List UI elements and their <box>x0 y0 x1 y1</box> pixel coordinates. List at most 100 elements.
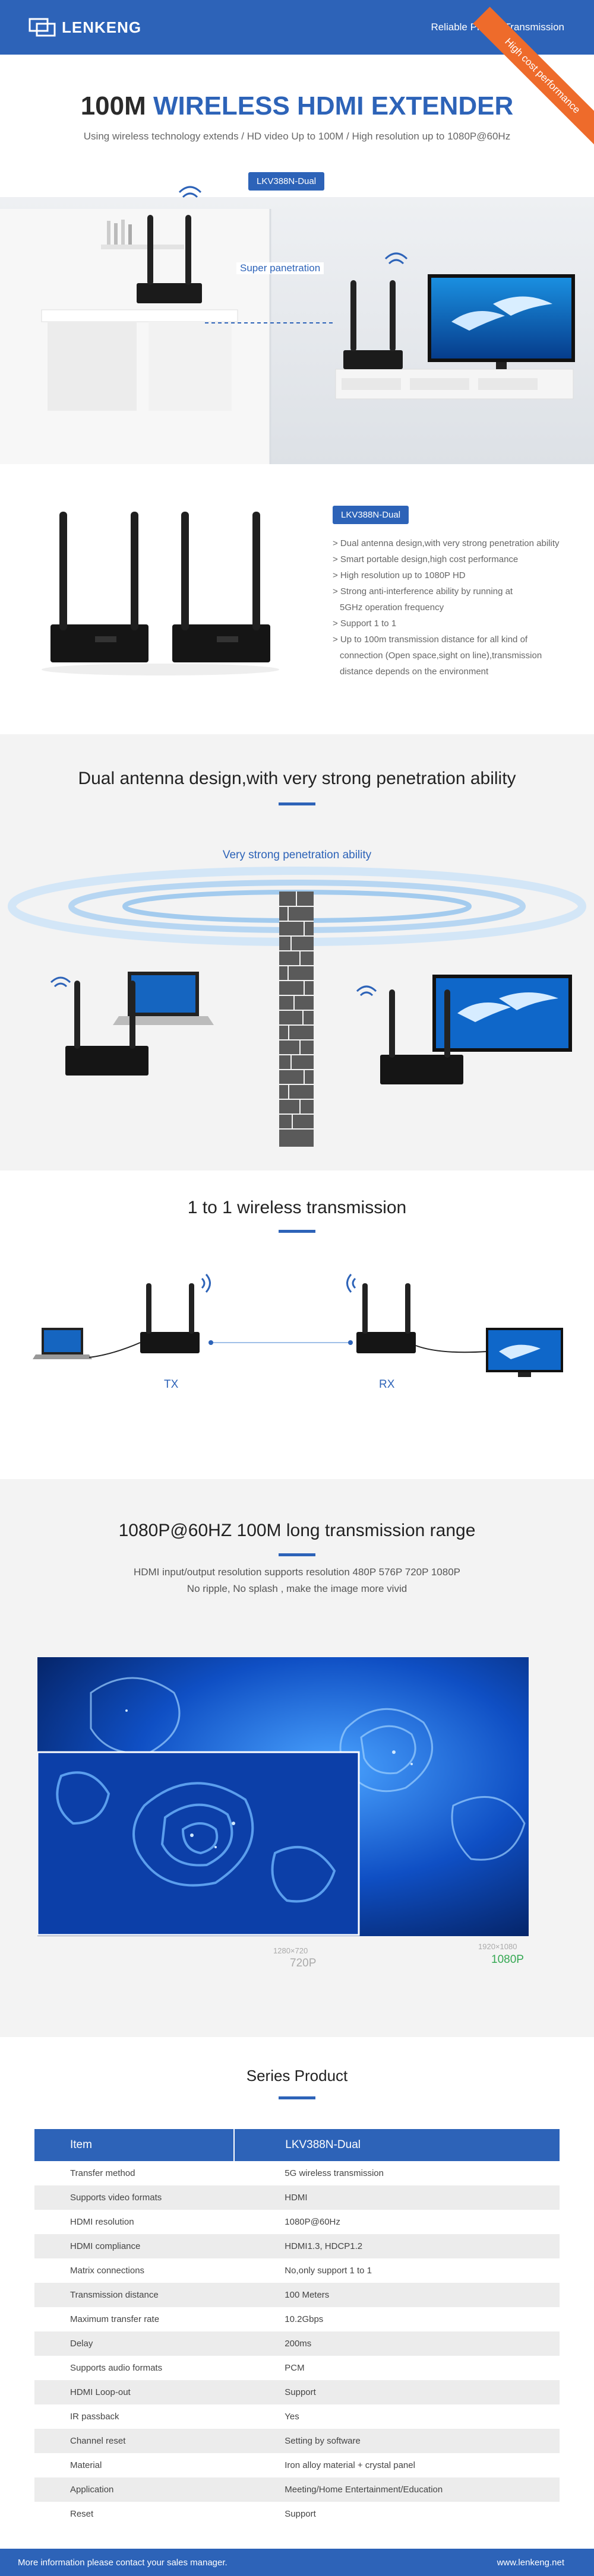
table-cell: Support <box>285 2509 316 2519</box>
feature-list: > Dual antenna design,with very strong p… <box>333 535 582 680</box>
table-cell: Material <box>70 2460 102 2470</box>
resolution-section: 1080P@60HZ 100M long transmission range … <box>0 1479 594 2037</box>
table-cell: Support <box>234 2380 560 2404</box>
hero-section: 100M WIRELESS HDMI EXTENDER Using wirele… <box>0 55 594 464</box>
hero-subtitle: Using wireless technology extends / HD v… <box>83 131 511 142</box>
table-cell: HDMI <box>234 2185 560 2210</box>
table-cell: HDMI resolution <box>70 2217 134 2227</box>
table-cell: Transfer method <box>70 2168 135 2178</box>
one-to-one-title: 1 to 1 wireless transmission <box>187 1198 407 1217</box>
series-product-section: Series Product Item LKV388N-Dual Transfe… <box>0 2037 594 2576</box>
list-item: > High resolution up to 1080P HD <box>333 570 466 580</box>
table-row: Reset Support <box>34 2502 560 2526</box>
dual-section-title: Dual antenna design,with very strong pen… <box>78 769 516 788</box>
dual-antenna-section: Dual antenna design,with very strong pen… <box>0 734 594 1170</box>
list-item: distance depends on the environment <box>340 667 489 677</box>
footer-bar: More information please contact your sal… <box>0 2549 594 2576</box>
tx-label: TX <box>164 1378 179 1391</box>
footer-website-link[interactable]: www.lenkeng.net <box>497 2558 564 2568</box>
table-row: Supports audio formats PCM <box>34 2356 560 2380</box>
table-cell: Iron alloy material + crystal panel <box>285 2460 415 2470</box>
table-cell: Meeting/Home Entertainment/Education <box>234 2477 560 2502</box>
spec-table: Item LKV388N-Dual Transfer method 5G wire… <box>34 2129 560 2526</box>
table-row: IR passback Yes <box>34 2404 560 2429</box>
tx-rx-diagram <box>33 1274 563 1377</box>
list-item: > Strong anti-interference ability by ru… <box>333 586 513 597</box>
brand-name: LENKENG <box>62 18 142 36</box>
column-header-model: LKV388N-Dual <box>233 2129 560 2161</box>
hero-illustration <box>0 186 594 464</box>
lenkeng-logo-icon <box>29 18 56 37</box>
table-cell: Reset <box>70 2509 94 2519</box>
title-underline <box>279 2096 315 2099</box>
table-cell: Delay <box>34 2331 235 2356</box>
dual-antenna-illustration <box>8 867 586 1147</box>
table-cell: Channel reset <box>34 2429 235 2453</box>
table-cell: 200ms <box>234 2331 560 2356</box>
table-cell: Supports audio formats <box>70 2363 163 2373</box>
table-header-row: Item LKV388N-Dual <box>34 2129 560 2161</box>
table-cell: 10.2Gbps <box>285 2314 324 2324</box>
hero-title-highlight: WIRELESS HDMI EXTENDER <box>153 91 514 120</box>
table-cell: Setting by software <box>234 2429 560 2453</box>
penetration-caption: Very strong penetration ability <box>222 849 372 861</box>
big-res-label: 1080P <box>491 1953 524 1966</box>
resolution-title: 1080P@60HZ 100M long transmission range <box>118 1521 476 1540</box>
one-to-one-section: 1 to 1 wireless transmission <box>0 1170 594 1479</box>
title-underline <box>279 802 315 805</box>
list-item: > Up to 100m transmission distance for a… <box>333 635 528 645</box>
big-res-value: 1920×1080 <box>478 1942 517 1951</box>
table-row: Matrix connections No,only support 1 to 1 <box>34 2258 560 2283</box>
brand-logo[interactable]: LENKENG <box>29 18 141 37</box>
resolution-line-2: No ripple, No splash , make the image mo… <box>187 1583 407 1594</box>
list-item: 5GHz operation frequency <box>340 602 444 613</box>
hero-title-prefix: 100M <box>80 91 146 120</box>
table-cell: 1080P@60Hz <box>285 2217 340 2227</box>
list-item: connection (Open space,sight on line),tr… <box>340 651 542 661</box>
table-cell: Transmission distance <box>34 2283 235 2307</box>
table-cell: Supports video formats <box>34 2185 235 2210</box>
table-row: Transfer method 5G wireless transmission <box>34 2161 560 2185</box>
list-item: > Smart portable design,high cost perfor… <box>333 554 519 564</box>
table-cell: IR passback <box>70 2412 119 2422</box>
hero-model-badge: LKV388N-Dual <box>248 172 325 191</box>
table-cell: PCM <box>285 2363 305 2373</box>
table-cell: 5G wireless transmission <box>285 2168 384 2178</box>
small-res-value: 1280×720 <box>273 1946 308 1955</box>
table-cell: HDMI compliance <box>34 2234 235 2258</box>
table-cell: HDMI1.3, HDCP1.2 <box>234 2234 560 2258</box>
table-row: HDMI resolution 1080P@60Hz <box>34 2210 560 2234</box>
title-underline <box>279 1553 315 1556</box>
table-row: Material Iron alloy material + crystal pa… <box>34 2453 560 2477</box>
column-header-item: Item <box>34 2129 235 2161</box>
table-cell: Yes <box>285 2412 299 2422</box>
features-section: LKV388N-Dual > Dual antenna design,with … <box>0 464 594 734</box>
list-item: > Support 1 to 1 <box>333 618 397 629</box>
table-cell: Matrix connections <box>70 2266 145 2276</box>
list-item: > Dual antenna design,with very strong p… <box>333 538 560 548</box>
title-underline <box>279 1230 315 1233</box>
small-res-label: 720P <box>290 1957 317 1969</box>
footer-contact-text: More information please contact your sal… <box>18 2558 228 2568</box>
series-title: Series Product <box>246 2067 348 2085</box>
rx-device <box>343 350 403 369</box>
hero-title: 100M WIRELESS HDMI EXTENDER <box>0 91 594 121</box>
hero-penetration-caption: Super panetration <box>236 262 324 274</box>
table-cell: No,only support 1 to 1 <box>285 2266 372 2276</box>
rose-comparison-image <box>37 1657 529 1936</box>
tx-device <box>137 283 202 303</box>
table-cell: Application <box>34 2477 235 2502</box>
features-model-badge: LKV388N-Dual <box>333 506 409 524</box>
table-cell: HDMI Loop-out <box>34 2380 235 2404</box>
resolution-line-1: HDMI input/output resolution supports re… <box>133 1566 461 1578</box>
rx-label: RX <box>379 1378 395 1391</box>
